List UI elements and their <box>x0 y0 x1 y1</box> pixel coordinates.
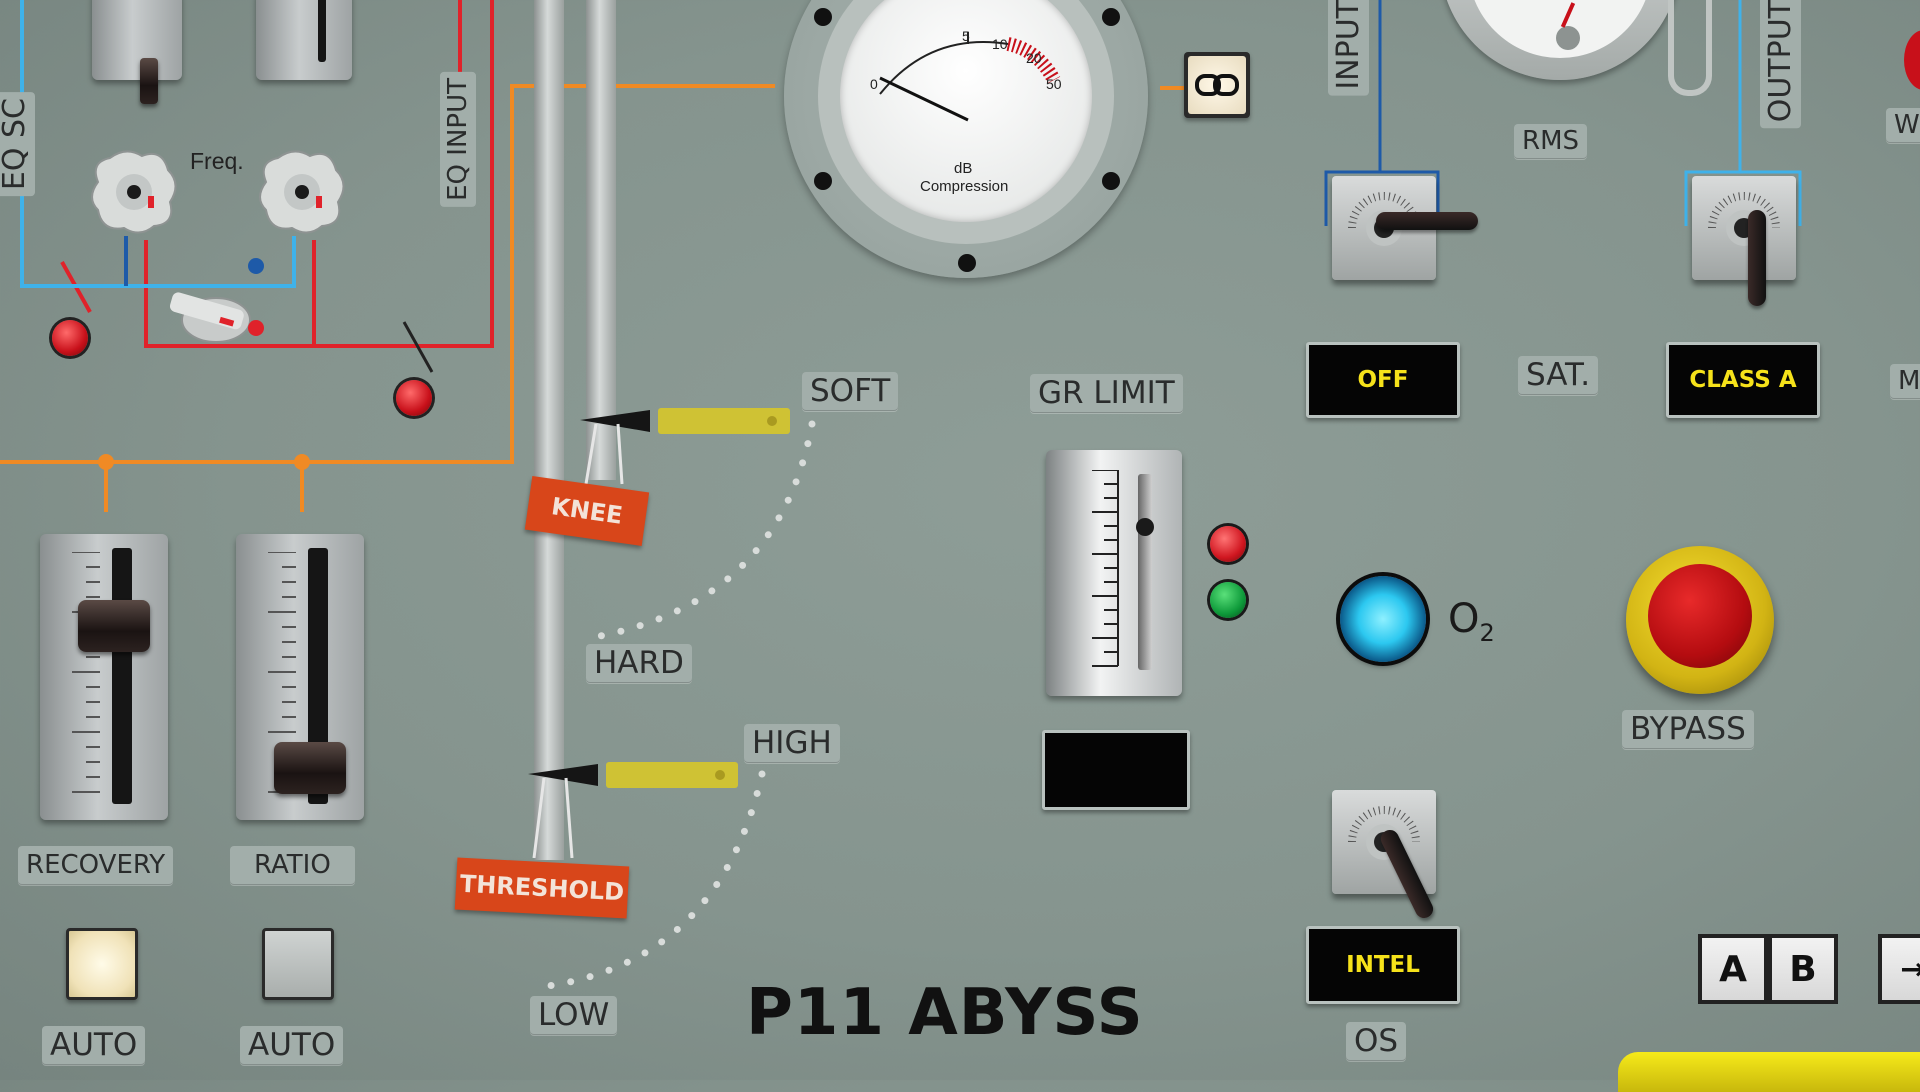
threshold-high-label: HIGH <box>744 724 840 763</box>
gr-limit-green-led <box>1210 582 1246 618</box>
os-label: OS <box>1346 1022 1407 1061</box>
output-mode-switch[interactable] <box>1692 176 1796 280</box>
meter-screw <box>814 8 832 26</box>
bypass-button[interactable] <box>1626 546 1774 694</box>
meter-scale-20: 20 <box>1026 50 1042 66</box>
gr-limit-label: GR LIMIT <box>1030 374 1183 413</box>
eq-input-label: EQ INPUT <box>440 72 476 207</box>
meter-scale-5: 5 <box>962 28 970 44</box>
preset-a-button[interactable]: A <box>1698 934 1768 1004</box>
eq-blue-led <box>248 258 264 274</box>
gr-limit-handle[interactable] <box>1136 518 1154 536</box>
recovery-ticks <box>72 552 100 793</box>
output-mode-dial <box>1708 192 1780 246</box>
meter-scale-0: 0 <box>870 76 878 92</box>
link-button[interactable] <box>1184 52 1250 118</box>
rms-pipe <box>1668 0 1712 96</box>
eq-gain-high-fader[interactable] <box>256 0 352 80</box>
input-label: INPUT <box>1328 0 1369 96</box>
threshold-flag: THRESHOLD <box>454 857 630 919</box>
eq-input-button[interactable] <box>396 380 432 416</box>
rms-label: RMS <box>1514 124 1588 159</box>
o2-button[interactable] <box>1340 576 1426 662</box>
gr-limit-slot <box>1138 474 1152 670</box>
preset-copy-button[interactable]: → <box>1878 934 1920 1004</box>
os-display: INTEL <box>1306 926 1460 1004</box>
recovery-label: RECOVERY <box>18 846 174 885</box>
input-mode-display: OFF <box>1306 342 1460 418</box>
recovery-fader[interactable] <box>40 534 168 820</box>
eq-gain-high-slot <box>318 0 326 62</box>
plugin-title: P11 ABYSS <box>746 976 1144 1050</box>
freq-knob-high[interactable] <box>252 148 356 238</box>
auto-recovery-button[interactable] <box>66 928 138 1000</box>
gr-limit-ticks <box>1092 470 1119 667</box>
rms-gauge <box>1440 0 1680 80</box>
we-label: WE <box>1886 108 1920 143</box>
meter-scale-10: 10 <box>992 36 1008 52</box>
gr-limit-red-led <box>1210 526 1246 562</box>
output-mode-lever[interactable] <box>1748 210 1766 306</box>
knee-hard-label: HARD <box>586 644 692 683</box>
o2-label: O2 <box>1448 596 1495 647</box>
o2-subscript: 2 <box>1479 619 1495 647</box>
bypass-label: BYPASS <box>1622 710 1754 749</box>
meter-scale-50: 50 <box>1046 76 1062 92</box>
freq-label: Freq. <box>190 148 244 174</box>
meter-face <box>840 0 1092 222</box>
meter-scale <box>879 32 1061 122</box>
meter-screw <box>1102 172 1120 190</box>
recovery-slot <box>112 548 132 804</box>
eq-gain-low-handle[interactable] <box>140 58 158 104</box>
m-label: M <box>1890 364 1920 399</box>
input-mode-lever[interactable] <box>1376 212 1478 230</box>
preset-b-button[interactable]: B <box>1768 934 1838 1004</box>
meter-screw <box>814 172 832 190</box>
we-red-button[interactable] <box>1904 30 1920 90</box>
eq-gain-low-fader[interactable] <box>92 0 182 80</box>
meter-screw <box>1102 8 1120 26</box>
auto-ratio-label: AUTO <box>240 1026 344 1065</box>
ratio-handle[interactable] <box>274 742 346 794</box>
o2-letter: O <box>1448 596 1480 642</box>
gr-limit-fader[interactable] <box>1046 450 1182 696</box>
threshold-pipe <box>586 0 616 480</box>
meter-title-label: Compression <box>920 178 1009 195</box>
auto-ratio-button[interactable] <box>262 928 334 1000</box>
ratio-label: RATIO <box>230 846 355 885</box>
meter-screw <box>958 254 976 272</box>
ratio-slot <box>308 548 328 804</box>
knee-lever[interactable] <box>572 396 798 486</box>
eq-red-led <box>248 320 264 336</box>
eq-band-switch[interactable] <box>164 290 274 350</box>
freq-knob-low[interactable] <box>84 148 188 238</box>
output-mode-display: CLASS A <box>1666 342 1820 418</box>
meter-unit-label: dB <box>954 160 973 177</box>
auto-recovery-label: AUTO <box>42 1026 146 1065</box>
yellow-rail <box>1618 1052 1920 1092</box>
gr-limit-display <box>1042 730 1190 810</box>
knee-soft-label: SOFT <box>802 372 899 411</box>
knee-pipe <box>534 0 564 860</box>
eq-sc-button[interactable] <box>52 320 88 356</box>
output-label: OUTPUT <box>1760 0 1801 129</box>
sat-label: SAT. <box>1518 356 1599 395</box>
threshold-low-label: LOW <box>530 996 618 1035</box>
threshold-lever[interactable] <box>520 758 746 858</box>
recovery-handle[interactable] <box>78 600 150 652</box>
link-icon <box>1195 74 1239 96</box>
eq-side-label: EQ SC <box>0 92 35 197</box>
